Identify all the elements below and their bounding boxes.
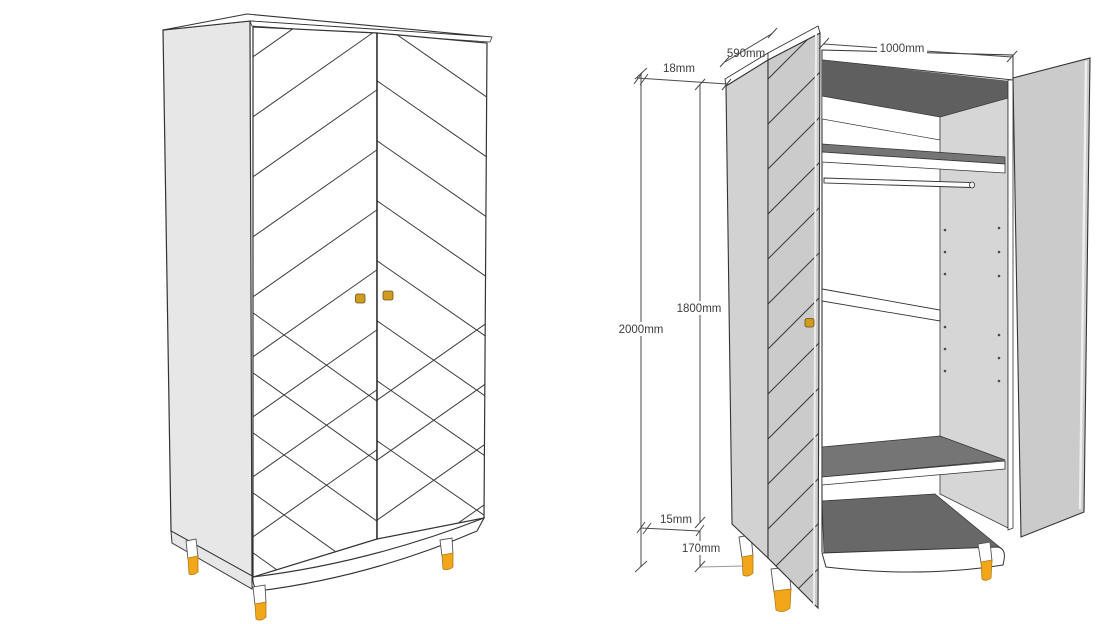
chevron-line: [253, 429, 377, 525]
lower-shelf-front-edge: [821, 460, 1006, 486]
dim-line-590: [724, 32, 774, 63]
foot: [980, 559, 993, 581]
label-bg: [679, 541, 723, 555]
chevron-line: [253, 27, 377, 62]
dim-line-15: [640, 527, 701, 532]
chevron-line: [253, 549, 377, 577]
top-front-edge: [249, 20, 493, 43]
chevron-line: [377, 439, 487, 524]
leg: [977, 541, 993, 564]
chevron-line: [253, 386, 377, 482]
chevron-line: [768, 100, 820, 186]
dim-label-18mm: 18mm: [663, 63, 695, 75]
door-edge-highlight: [1078, 60, 1088, 510]
chevron-line: [768, 325, 820, 411]
chevron-line: [768, 505, 820, 591]
foot: [187, 555, 199, 576]
left-door-open: [767, 32, 821, 610]
open-wardrobe-legs: [738, 534, 993, 612]
label-bg: [615, 322, 667, 336]
chevron-line: [253, 206, 377, 302]
right-door-knob: [382, 290, 394, 301]
open-door-knob: [804, 318, 815, 328]
chevron-line: [768, 595, 820, 608]
left-door-knob: [355, 293, 366, 304]
chevron-line: [377, 317, 487, 401]
chevron-line: [768, 460, 820, 546]
right-door-closed: [376, 32, 488, 540]
chevron-line: [377, 377, 487, 461]
top-shelf-front-edge: [821, 151, 1006, 174]
chevron-line: [377, 257, 487, 341]
dimension-ticks: [633, 27, 1018, 573]
foot: [254, 601, 267, 621]
left-door-chevron-pattern: [249, 27, 381, 624]
foot: [741, 554, 754, 577]
chevron-line: [377, 499, 487, 539]
chevron-line: [377, 437, 487, 521]
dim-line-18: [636, 77, 728, 85]
dim-label-1800mm: 1800mm: [677, 303, 722, 315]
chevron-line: [768, 415, 820, 501]
chevron-line: [253, 266, 377, 362]
dim-label-1000mm: 1000mm: [880, 43, 925, 55]
middle-shelf: [821, 288, 941, 322]
dim-label-15mm: 15mm: [660, 514, 692, 526]
foot: [773, 588, 792, 612]
chevron-line: [253, 309, 377, 405]
right-door-chevron-pattern: [373, 33, 491, 624]
chevron-line: [253, 146, 377, 242]
chevron-line: [253, 86, 377, 182]
top-panel-underside: [822, 60, 1010, 117]
chevron-line: [377, 319, 487, 404]
chevron-line: [768, 280, 820, 366]
lower-shelf: [821, 435, 1006, 478]
chevron-line: [768, 190, 820, 276]
open-wardrobe-view: [724, 25, 1091, 612]
chevron-line: [253, 27, 377, 122]
chevron-line: [377, 77, 487, 161]
dim-label-170mm: 170mm: [682, 543, 720, 555]
shelf-pin-holes: [943, 226, 1001, 383]
chevron-line: [377, 379, 487, 464]
chevron-line: [768, 55, 820, 141]
left-side-panel: [725, 59, 769, 560]
dimension-labels: 18mm 590mm 1000mm 2000mm 1800mm 15mm 170…: [615, 41, 927, 555]
right-door-open: [1012, 57, 1091, 538]
chevron-line: [253, 369, 377, 465]
closed-wardrobe-view: [162, 13, 493, 624]
side-panel: [162, 20, 253, 578]
chevron-line: [373, 620, 491, 624]
chevron-line: [377, 197, 487, 281]
hanging-rail-end-cap: [969, 181, 976, 189]
chevron-line: [249, 610, 381, 624]
label-bg: [877, 41, 927, 55]
chevron-line: [253, 326, 377, 422]
chevron-line: [768, 33, 820, 96]
dim-label-2000mm: 2000mm: [619, 324, 664, 336]
chevron-line: [377, 137, 487, 221]
door-edge-highlight: [813, 33, 817, 606]
chevron-line: [373, 560, 491, 624]
extension-line: [699, 565, 745, 568]
dim-label-590mm: 590mm: [727, 48, 765, 60]
closed-wardrobe-legs: [185, 537, 454, 621]
chevron-line: [253, 446, 377, 542]
chevron-line: [768, 370, 820, 456]
chevron-line: [377, 33, 487, 101]
chevron-line: [768, 145, 820, 231]
foot: [441, 552, 454, 571]
chevron-line: [768, 235, 820, 321]
front-right-stile: [1007, 79, 1014, 531]
label-bg: [674, 301, 724, 315]
